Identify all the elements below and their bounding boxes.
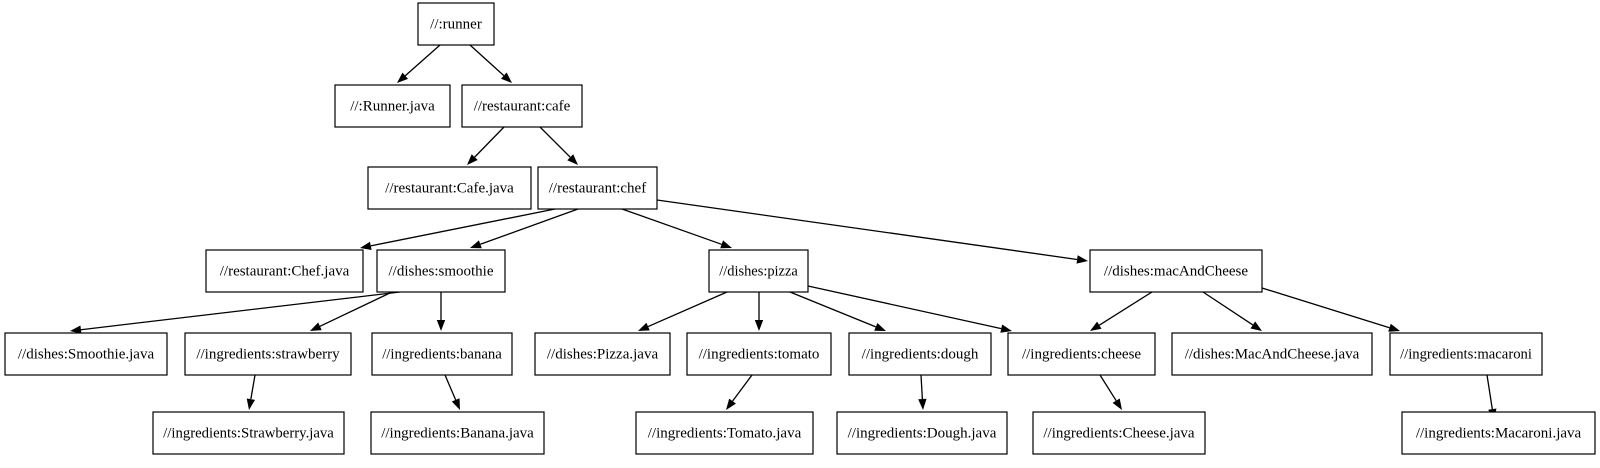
edge-restaurant_cafe-to-cafe_java xyxy=(467,126,505,165)
node-label-banana_java: //ingredients:Banana.java xyxy=(381,425,534,441)
node-strawberry_java[interactable]: //ingredients:Strawberry.java xyxy=(152,411,345,455)
node-ing_macaroni[interactable]: //ingredients:macaroni xyxy=(1389,332,1543,376)
node-box-dishes_pizza[interactable] xyxy=(708,249,809,293)
edge-dishes_pizza-to-ing_tomato xyxy=(754,292,764,331)
node-label-ing_dough: //ingredients:dough xyxy=(862,346,979,362)
node-runner_java[interactable]: //:Runner.java xyxy=(334,84,451,128)
edge-ing_banana-to-banana_java xyxy=(444,374,460,410)
nodes-layer: //:runner //:Runner.java //restaurant:cafe… xyxy=(4,2,1596,455)
node-box-ing_tomato[interactable] xyxy=(686,332,832,376)
node-dishes_mac[interactable]: //dishes:macAndCheese xyxy=(1089,249,1263,293)
edge-ing_strawberry-to-strawberry_java xyxy=(246,374,256,410)
edge-runner-to-restaurant_cafe xyxy=(469,44,512,83)
node-dishes_pizza[interactable]: //dishes:pizza xyxy=(708,249,809,293)
node-box-macaroni_java[interactable] xyxy=(1401,411,1596,455)
node-label-mac_java: //dishes:MacAndCheese.java xyxy=(1185,346,1360,362)
node-box-banana_java[interactable] xyxy=(370,411,545,455)
edge-dishes_mac-to-ing_cheese xyxy=(1090,291,1153,331)
node-label-macaroni_java: //ingredients:Macaroni.java xyxy=(1416,425,1582,441)
node-box-restaurant_chef[interactable] xyxy=(537,166,658,210)
node-box-dishes_smoothie[interactable] xyxy=(376,249,506,293)
edge-dishes_smoothie-to-smoothie_java xyxy=(70,291,401,334)
node-pizza_java[interactable]: //dishes:Pizza.java xyxy=(534,332,671,376)
node-label-dishes_mac: //dishes:macAndCheese xyxy=(1104,263,1248,279)
edge-ing_tomato-to-tomato_java xyxy=(726,374,753,410)
node-ing_tomato[interactable]: //ingredients:tomato xyxy=(686,332,832,376)
node-label-runner_java: //:Runner.java xyxy=(350,98,435,114)
node-ing_banana[interactable]: //ingredients:banana xyxy=(371,332,513,376)
node-restaurant_chef[interactable]: //restaurant:chef xyxy=(537,166,658,210)
edge-dishes_pizza-to-ing_cheese xyxy=(807,285,1012,333)
node-tomato_java[interactable]: //ingredients:Tomato.java xyxy=(635,411,814,455)
edge-restaurant_cafe-to-restaurant_chef xyxy=(539,126,578,165)
node-ing_dough[interactable]: //ingredients:dough xyxy=(848,332,992,376)
node-dishes_smoothie[interactable]: //dishes:smoothie xyxy=(376,249,506,293)
edge-ing_cheese-to-cheese_java xyxy=(1099,374,1122,410)
node-cheese_java[interactable]: //ingredients:Cheese.java xyxy=(1032,411,1206,455)
edge-dishes_pizza-to-pizza_java xyxy=(638,291,728,331)
node-label-dishes_pizza: //dishes:pizza xyxy=(719,263,798,279)
node-box-ing_dough[interactable] xyxy=(848,332,992,376)
node-box-pizza_java[interactable] xyxy=(534,332,671,376)
edge-dishes_smoothie-to-ing_strawberry xyxy=(310,291,393,331)
node-label-restaurant_chef: //restaurant:chef xyxy=(549,180,646,196)
node-box-runner[interactable] xyxy=(417,2,495,46)
node-label-dough_java: //ingredients:Dough.java xyxy=(848,425,997,441)
node-box-chef_java[interactable] xyxy=(205,249,364,293)
node-restaurant_cafe[interactable]: //restaurant:cafe xyxy=(461,84,583,128)
node-box-mac_java[interactable] xyxy=(1171,332,1373,376)
node-label-ing_tomato: //ingredients:tomato xyxy=(699,346,820,362)
node-box-cheese_java[interactable] xyxy=(1032,411,1206,455)
node-label-ing_macaroni: //ingredients:macaroni xyxy=(1400,346,1532,362)
node-box-dishes_mac[interactable] xyxy=(1089,249,1263,293)
node-box-ing_cheese[interactable] xyxy=(1007,332,1156,376)
node-box-dough_java[interactable] xyxy=(836,411,1008,455)
edge-dishes_mac-to-ing_macaroni xyxy=(1261,287,1400,332)
node-label-strawberry_java: //ingredients:Strawberry.java xyxy=(163,425,334,441)
node-box-tomato_java[interactable] xyxy=(635,411,814,455)
edge-restaurant_chef-to-dishes_smoothie xyxy=(470,208,579,249)
edge-dishes_smoothie-to-ing_banana xyxy=(436,292,446,331)
node-ing_cheese[interactable]: //ingredients:cheese xyxy=(1007,332,1156,376)
node-label-restaurant_cafe: //restaurant:cafe xyxy=(474,98,571,114)
node-label-runner: //:runner xyxy=(430,16,482,32)
node-box-ing_macaroni[interactable] xyxy=(1389,332,1543,376)
edge-dishes_mac-to-mac_java xyxy=(1202,291,1262,331)
node-label-ing_strawberry: //ingredients:strawberry xyxy=(196,346,340,362)
node-macaroni_java[interactable]: //ingredients:Macaroni.java xyxy=(1401,411,1596,455)
edge-restaurant_chef-to-chef_java xyxy=(360,208,556,250)
node-box-strawberry_java[interactable] xyxy=(152,411,345,455)
node-label-smoothie_java: //dishes:Smoothie.java xyxy=(18,346,155,362)
node-chef_java[interactable]: //restaurant:Chef.java xyxy=(205,249,364,293)
node-cafe_java[interactable]: //restaurant:Cafe.java xyxy=(367,166,532,210)
edge-restaurant_chef-to-dishes_mac xyxy=(656,199,1088,264)
node-label-chef_java: //restaurant:Chef.java xyxy=(220,263,350,279)
edges-layer xyxy=(70,44,1497,420)
node-box-runner_java[interactable] xyxy=(334,84,451,128)
node-box-restaurant_cafe[interactable] xyxy=(461,84,583,128)
node-banana_java[interactable]: //ingredients:Banana.java xyxy=(370,411,545,455)
node-label-pizza_java: //dishes:Pizza.java xyxy=(547,346,659,362)
node-label-tomato_java: //ingredients:Tomato.java xyxy=(648,425,802,441)
edge-restaurant_chef-to-dishes_pizza xyxy=(621,208,732,249)
edge-runner-to-runner_java xyxy=(397,44,441,83)
node-smoothie_java[interactable]: //dishes:Smoothie.java xyxy=(4,332,168,376)
edge-ing_dough-to-dough_java xyxy=(918,374,927,410)
node-label-ing_cheese: //ingredients:cheese xyxy=(1022,346,1141,362)
node-dough_java[interactable]: //ingredients:Dough.java xyxy=(836,411,1008,455)
node-ing_strawberry[interactable]: //ingredients:strawberry xyxy=(184,332,352,376)
node-box-ing_banana[interactable] xyxy=(371,332,513,376)
node-box-smoothie_java[interactable] xyxy=(4,332,168,376)
node-runner[interactable]: //:runner xyxy=(417,2,495,46)
node-label-cafe_java: //restaurant:Cafe.java xyxy=(385,180,514,196)
node-label-cheese_java: //ingredients:Cheese.java xyxy=(1043,425,1195,441)
node-label-dishes_smoothie: //dishes:smoothie xyxy=(389,263,494,279)
node-mac_java[interactable]: //dishes:MacAndCheese.java xyxy=(1171,332,1373,376)
node-box-ing_strawberry[interactable] xyxy=(184,332,352,376)
edge-dishes_pizza-to-ing_dough xyxy=(789,291,886,331)
node-box-cafe_java[interactable] xyxy=(367,166,532,210)
node-label-ing_banana: //ingredients:banana xyxy=(382,346,502,362)
